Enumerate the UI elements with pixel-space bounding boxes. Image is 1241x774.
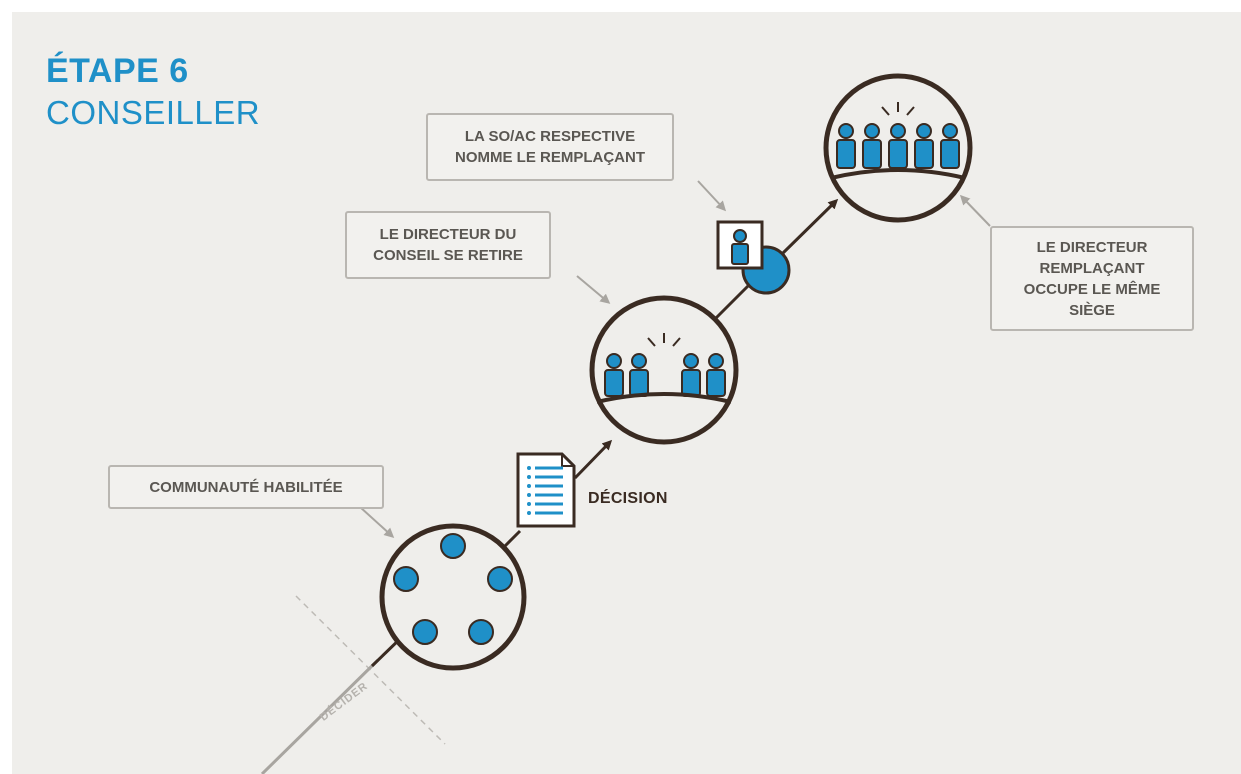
portrait-frame-icon (716, 220, 764, 270)
label-community-text: COMMUNAUTÉ HABILITÉE (149, 478, 343, 496)
incoming-line (260, 658, 380, 774)
pointer-soac (697, 180, 727, 212)
step-name: CONSEILLER (46, 94, 261, 131)
pointer-replacement (959, 194, 991, 227)
label-replacement-seat: LE DIRECTEUR REMPLAÇANT OCCUPE LE MÊME S… (990, 226, 1194, 331)
label-director-leaves-line-2: CONSEIL SE RETIRE (373, 247, 523, 264)
label-replacement-seat-line-1: LE DIRECTEUR (1036, 238, 1148, 256)
label-community: COMMUNAUTÉ HABILITÉE (108, 465, 384, 509)
label-director-leaves: LE DIRECTEUR DU CONSEIL SE RETIRE (345, 211, 551, 279)
document-list-icon (516, 452, 576, 528)
pointer-director-leaves (576, 275, 611, 304)
board-meeting-full-icon (823, 73, 973, 223)
step-title: ÉTAPE 6 (46, 52, 189, 90)
flow-line-2 (503, 529, 522, 548)
pointer-community (359, 506, 395, 539)
label-replacement-seat-line-3: OCCUPE LE MÊME (1023, 280, 1161, 298)
decide-threshold-line (295, 595, 446, 745)
label-replacement-seat-line-2: REMPLAÇANT (1039, 259, 1145, 277)
flow-arrow-1 (573, 439, 613, 480)
label-director-leaves-line-1: LE DIRECTEUR DU (379, 226, 517, 243)
flow-line-3 (714, 278, 756, 320)
community-circle-icon (379, 523, 527, 671)
flow-arrow-2 (781, 198, 839, 255)
label-soac-appoints-line-1: LA SO/AC RESPECTIVE (464, 128, 636, 145)
board-meeting-gap-icon (589, 295, 739, 445)
label-replacement-seat-line-4: SIÈGE (1069, 301, 1115, 319)
label-soac-appoints-line-2: NOMME LE REMPLAÇANT (455, 149, 645, 166)
decision-label: DÉCISION (588, 490, 668, 507)
label-soac-appoints: LA SO/AC RESPECTIVE NOMME LE REMPLAÇANT (426, 113, 674, 181)
